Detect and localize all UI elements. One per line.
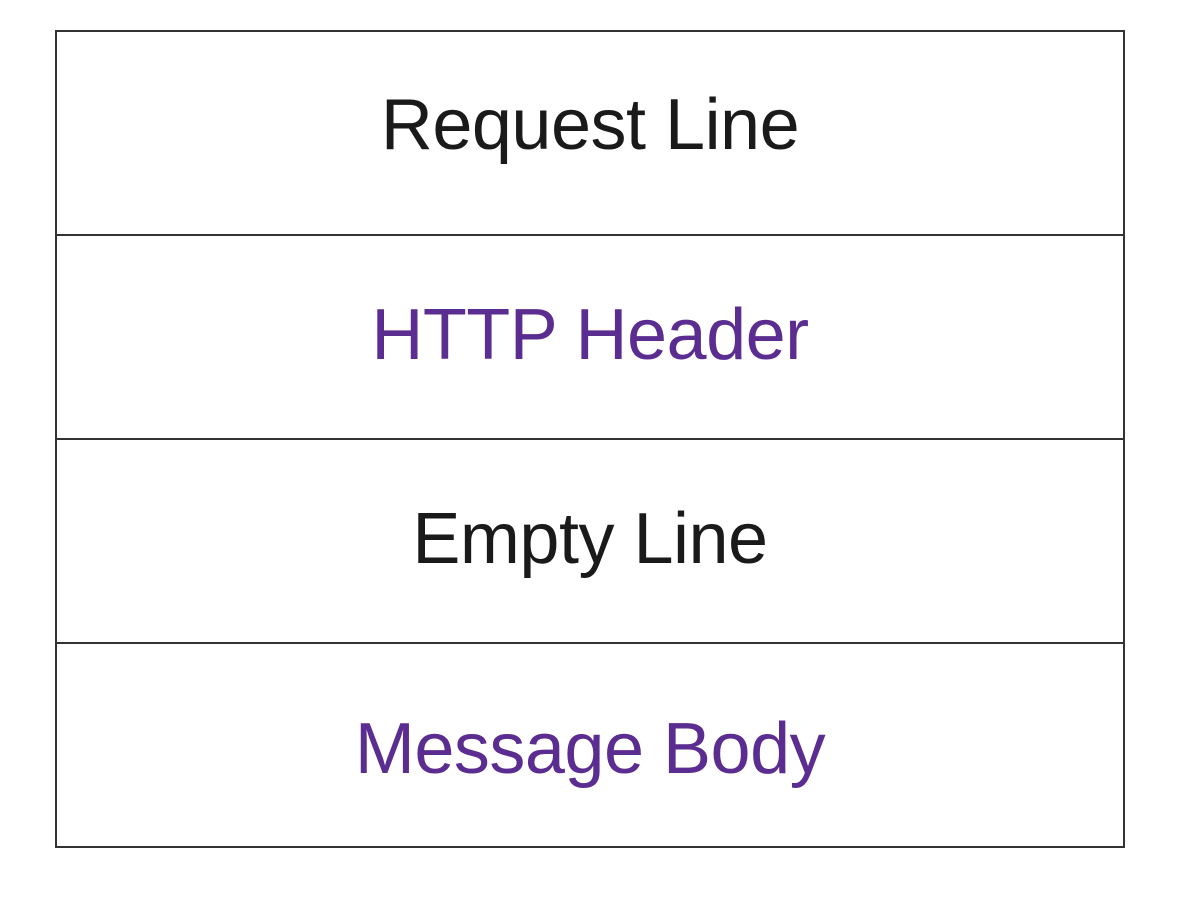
- http-message-diagram: Request Line HTTP Header Empty Line Mess…: [55, 30, 1125, 848]
- section-label-empty-line: Empty Line: [412, 499, 768, 579]
- message-section-http-header: HTTP Header: [57, 234, 1123, 438]
- message-section-message-body: Message Body: [57, 642, 1123, 846]
- section-label-message-body: Message Body: [354, 709, 826, 789]
- message-section-empty-line: Empty Line: [57, 438, 1123, 642]
- message-section-request-line: Request Line: [57, 32, 1123, 234]
- section-label-http-header: HTTP Header: [371, 295, 809, 375]
- section-label-request-line: Request Line: [380, 85, 800, 165]
